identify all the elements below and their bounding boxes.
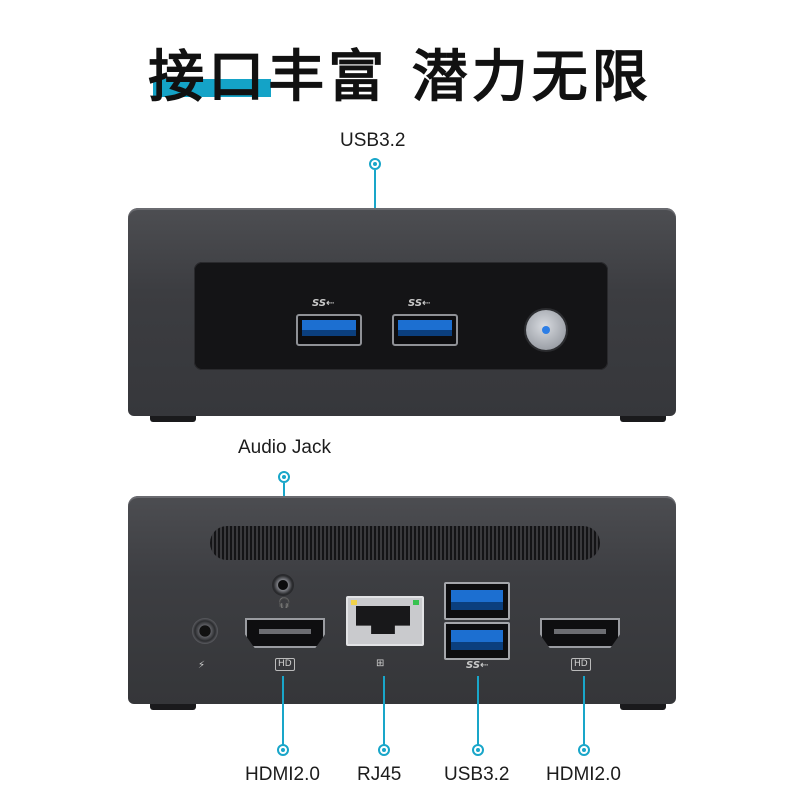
label-front-usb: USB3.2 bbox=[340, 130, 406, 151]
label-hdmi-left: HDMI2.0 bbox=[245, 764, 320, 785]
back-usb-port-2[interactable] bbox=[444, 622, 510, 660]
dc-power-icon: ⚡ bbox=[198, 660, 206, 671]
title-accent-bar bbox=[153, 79, 271, 97]
hdmi-port-left[interactable] bbox=[245, 618, 325, 648]
label-audio-jack: Audio Jack bbox=[238, 437, 331, 458]
callout-line-rj45 bbox=[383, 676, 385, 746]
usb-ss-icon: SS⇠ bbox=[466, 660, 489, 671]
label-rj45: RJ45 bbox=[357, 764, 402, 785]
hd-icon: HD bbox=[571, 658, 591, 671]
front-usb-port-2[interactable] bbox=[392, 314, 458, 346]
callout-dot-audio bbox=[278, 471, 290, 483]
air-vent bbox=[210, 526, 600, 560]
back-usb-port-1[interactable] bbox=[444, 582, 510, 620]
headphone-icon: 🎧 bbox=[278, 598, 291, 609]
callout-dot-hdmi-right bbox=[578, 744, 590, 756]
callout-dot-back-usb bbox=[472, 744, 484, 756]
front-usb-port-1[interactable] bbox=[296, 314, 362, 346]
callout-line-hdmi-left bbox=[282, 676, 284, 746]
callout-dot-front-usb bbox=[369, 158, 381, 170]
callout-line-back-usb bbox=[477, 676, 479, 746]
callout-dot-rj45 bbox=[378, 744, 390, 756]
device-back: ⚡ 🎧 HD ⊞ SS⇠ HD bbox=[128, 496, 676, 704]
label-hdmi-right: HDMI2.0 bbox=[546, 764, 621, 785]
dc-power-jack[interactable] bbox=[192, 618, 218, 644]
back-foot-left bbox=[150, 704, 196, 710]
rj45-port[interactable] bbox=[346, 596, 424, 646]
power-led-icon bbox=[542, 326, 550, 334]
front-foot-right bbox=[620, 416, 666, 422]
callout-line-hdmi-right bbox=[583, 676, 585, 746]
network-icon: ⊞ bbox=[376, 658, 385, 669]
usb-ss-icon: SS⇠ bbox=[312, 298, 335, 309]
device-front: SS⇠ SS⇠ bbox=[128, 208, 676, 416]
usb-ss-icon: SS⇠ bbox=[408, 298, 431, 309]
back-foot-right bbox=[620, 704, 666, 710]
audio-jack-port[interactable] bbox=[272, 574, 294, 596]
title-area: 接口丰富 潜力无限 bbox=[0, 22, 800, 110]
hd-icon: HD bbox=[275, 658, 295, 671]
power-button[interactable] bbox=[526, 310, 566, 350]
page-title: 接口丰富 潜力无限 bbox=[148, 45, 652, 110]
label-back-usb: USB3.2 bbox=[444, 764, 510, 785]
front-foot-left bbox=[150, 416, 196, 422]
front-panel: SS⇠ SS⇠ bbox=[194, 262, 608, 370]
hdmi-port-right[interactable] bbox=[540, 618, 620, 648]
callout-dot-hdmi-left bbox=[277, 744, 289, 756]
